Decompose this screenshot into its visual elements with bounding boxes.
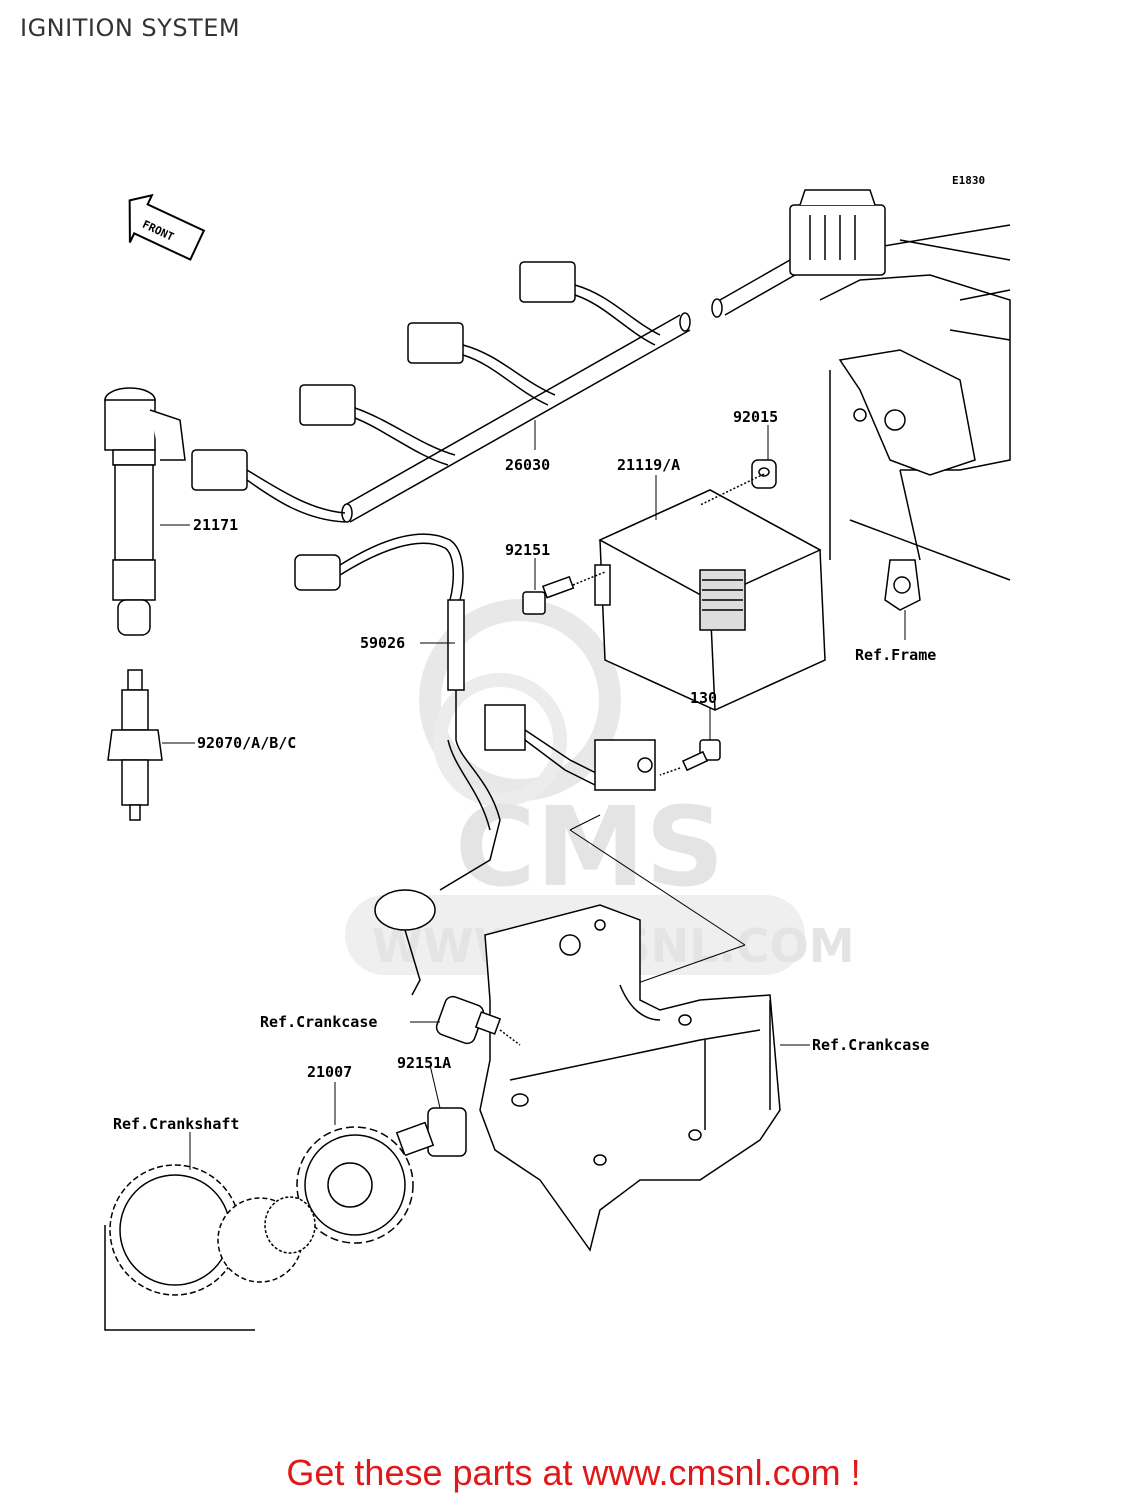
- pressure-switch-drawing: [435, 995, 521, 1046]
- label-21007: 21007: [307, 1063, 352, 1081]
- crankshaft-drawing: [104, 1164, 316, 1331]
- label-ref-crankshaft: Ref.Crankshaft: [113, 1115, 239, 1133]
- main-connector: [711, 189, 886, 318]
- label-92151a: 92151A: [397, 1054, 451, 1072]
- ignitor-drawing: [594, 489, 826, 711]
- label-ref-frame: Ref.Frame: [855, 646, 936, 664]
- label-92015: 92015: [733, 408, 778, 426]
- label-ref-crankcase-right: Ref.Crankcase: [812, 1036, 929, 1054]
- label-59026: 59026: [360, 634, 405, 652]
- harness-connectors: [191, 261, 661, 523]
- bolt-rotor-drawing: [395, 1107, 467, 1157]
- page-title: IGNITION SYSTEM: [20, 14, 241, 42]
- label-21171: 21171: [193, 516, 238, 534]
- bolt-sensor-drawing: [659, 739, 721, 776]
- lead-wire-drawing: [294, 533, 656, 996]
- rubber-spacer-drawing: [699, 459, 777, 506]
- label-92070: 92070/A/B/C: [197, 734, 296, 752]
- label-26030: 26030: [505, 456, 550, 474]
- label-21119a: 21119/A: [617, 456, 680, 474]
- watermark-logo: CMS: [455, 783, 724, 911]
- parts-diagram: CMS WWW.CMSNL.COM FRONT E1830: [104, 174, 1011, 1331]
- frame-drawing: [819, 224, 1011, 611]
- timing-rotor-drawing: [296, 1126, 414, 1244]
- label-130: 130: [690, 689, 717, 707]
- watermark: CMS WWW.CMSNL.COM: [345, 599, 855, 975]
- front-arrow: FRONT: [128, 193, 206, 261]
- harness-tube: [341, 312, 691, 523]
- label-92151: 92151: [505, 541, 550, 559]
- label-ref-crankcase-left: Ref.Crankcase: [260, 1013, 377, 1031]
- ignition-coil-drawing: [104, 387, 186, 636]
- bolt-ignitor-drawing: [522, 571, 606, 615]
- cta-link[interactable]: Get these parts at www.cmsnl.com !: [286, 1452, 861, 1493]
- leader-lines: [160, 420, 906, 1170]
- footer-cta: Get these parts at www.cmsnl.com !: [0, 1452, 1147, 1494]
- crankcase-drawing: [479, 904, 781, 1252]
- spark-plug-drawing: [107, 669, 163, 821]
- diagram-code: E1830: [952, 174, 985, 187]
